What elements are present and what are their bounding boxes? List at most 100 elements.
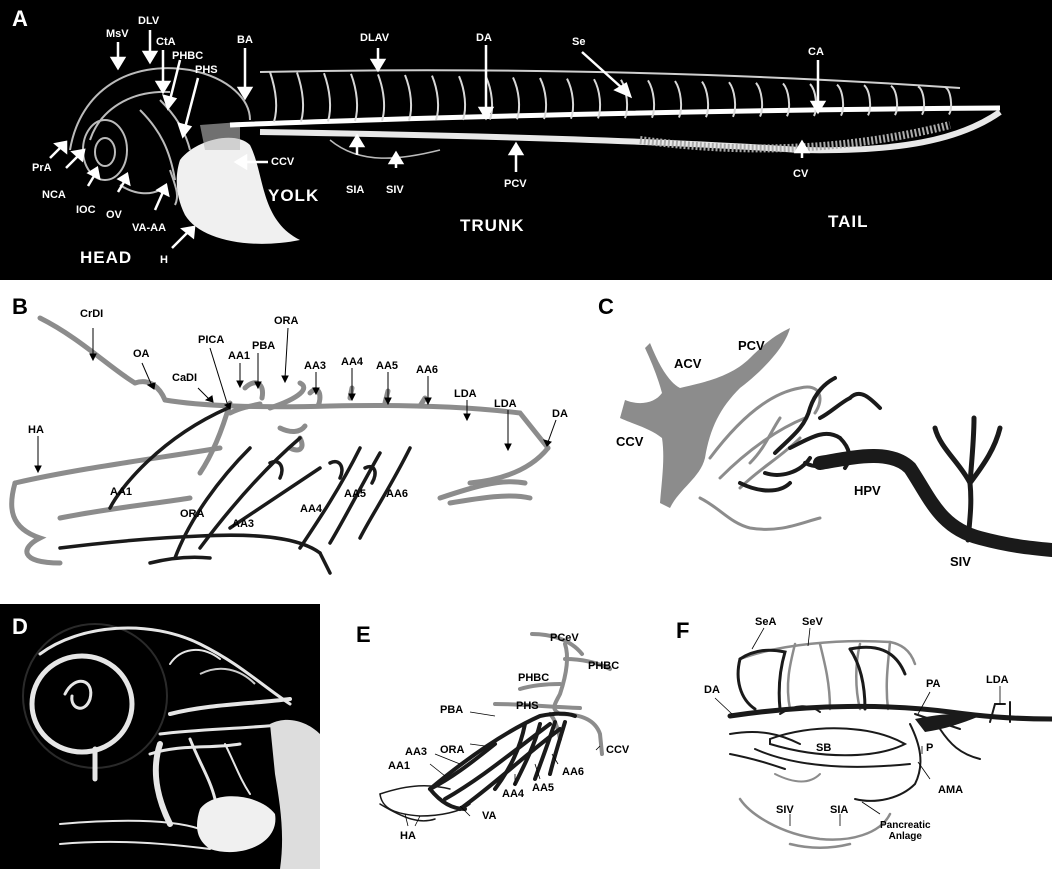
label-oa: OA <box>133 348 150 360</box>
label-pcv: PCV <box>738 338 765 353</box>
label-ba: BA <box>237 34 253 46</box>
label-ccv: CCV <box>606 744 630 756</box>
label-ccv: CCV <box>616 434 644 449</box>
panel-d-confocal-head: D <box>0 604 320 869</box>
label-lda: LDA <box>986 674 1009 686</box>
segmental-vessel <box>917 85 926 116</box>
segmental-vessel <box>593 78 602 119</box>
label-sev: SeV <box>802 616 823 628</box>
region-tail: TAIL <box>828 212 869 231</box>
label-aa3-bottom: AA3 <box>232 518 255 530</box>
segmental-vessel <box>728 81 737 118</box>
panel-e-letter: E <box>356 622 371 647</box>
segmental-vessel <box>701 81 710 118</box>
panel-d-letter: D <box>12 614 28 639</box>
label-h: H <box>160 254 168 266</box>
label-sea: SeA <box>755 616 777 628</box>
segmental-vessel <box>863 84 872 116</box>
panel-c-letter: C <box>598 294 614 319</box>
panel-b-cranial-schematic: B CrDI OA CaDI PICA PBA ORA AA1 AA3 AA4 … <box>0 288 590 600</box>
label-phbc-right: PHBC <box>588 660 620 672</box>
label-aa6: AA6 <box>562 766 585 778</box>
label-phs: PHS <box>516 700 539 712</box>
panel-b-vessel-drawing <box>9 315 557 575</box>
panel-d-vasculature-image <box>22 623 320 869</box>
label-va: VA <box>482 810 497 822</box>
label-lda-1: LDA <box>454 388 477 400</box>
label-hpv: HPV <box>854 483 881 498</box>
label-va-aa: VA-AA <box>132 222 167 234</box>
label-ora-top: ORA <box>274 315 299 327</box>
segmental-vessel <box>890 84 899 116</box>
label-pancreatic-anlage: Pancreatic Anlage <box>880 820 931 842</box>
label-pra: PrA <box>32 162 52 174</box>
label-aa1-bottom: AA1 <box>110 486 133 498</box>
label-ccv: CCV <box>271 156 295 168</box>
label-aa5-bottom: AA5 <box>344 488 367 500</box>
label-aa3-top: AA3 <box>304 360 327 372</box>
label-ov: OV <box>106 209 122 221</box>
label-ha: HA <box>28 424 44 436</box>
panel-f-vessel-drawing <box>714 627 1052 849</box>
label-aa1: AA1 <box>388 760 411 772</box>
label-ora: ORA <box>440 744 465 756</box>
segmental-vessel <box>620 79 629 119</box>
label-aa5: AA5 <box>532 782 555 794</box>
label-ama: AMA <box>938 784 964 796</box>
segmental-vessel <box>485 76 494 120</box>
label-phbc: PHBC <box>172 50 204 62</box>
label-aa4-top: AA4 <box>341 356 364 368</box>
segmental-vessel <box>377 74 386 122</box>
label-crdi: CrDI <box>80 308 104 320</box>
label-dlv: DLV <box>138 15 160 27</box>
label-ioc: IOC <box>76 204 96 216</box>
segmental-vessel <box>836 83 845 117</box>
label-pica: PICA <box>198 334 225 346</box>
label-cadi: CaDI <box>172 372 198 384</box>
label-nca: NCA <box>42 189 66 201</box>
label-pba: PBA <box>440 704 464 716</box>
panel-b-letter: B <box>12 294 28 319</box>
label-aa1-top: AA1 <box>228 350 251 362</box>
label-aa6-bottom: AA6 <box>386 488 409 500</box>
panel-a-letter: A <box>12 6 28 31</box>
label-sia: SIA <box>346 184 365 196</box>
region-trunk: TRUNK <box>460 216 525 235</box>
label-aa3: AA3 <box>405 746 428 758</box>
segmental-vessel <box>323 72 332 122</box>
label-pcv: PCV <box>504 178 527 190</box>
segmental-vessel <box>296 72 305 122</box>
label-pba: PBA <box>252 340 276 352</box>
label-aa6-top: AA6 <box>416 364 439 376</box>
segmental-vessel <box>647 79 656 119</box>
label-siv: SIV <box>950 554 971 569</box>
label-aa4: AA4 <box>502 788 525 800</box>
panel-f-gut-schematic: F SeA SeV DA PA LDA SB P AMA SIV SIA Pan… <box>660 604 1052 869</box>
segmental-vessel <box>809 83 818 117</box>
segmental-vessel <box>350 73 359 122</box>
label-aa5-top: AA5 <box>376 360 399 372</box>
panel-a-confocal-trunk: A MsV DLV CtA PHBC PHS BA DLAV DA Se CA … <box>0 0 1052 280</box>
segmental-vessel <box>431 75 440 121</box>
label-cv: CV <box>793 168 809 180</box>
label-ora-bottom: ORA <box>180 508 205 520</box>
panel-e-vessel-drawing <box>379 632 612 827</box>
label-pa: PA <box>926 678 941 690</box>
segmental-vessel <box>566 78 575 120</box>
label-phs: PHS <box>195 64 218 76</box>
panel-f-letter: F <box>676 618 690 643</box>
segmental-vessel <box>512 76 521 120</box>
panel-c-hepatic-schematic: C ACV PCV CCV HPV SIV <box>590 288 1052 600</box>
label-aa4-bottom: AA4 <box>300 503 323 515</box>
label-sia: SIA <box>830 804 849 816</box>
label-da: DA <box>476 32 492 44</box>
segmental-vessel <box>944 86 953 116</box>
label-da: DA <box>704 684 720 696</box>
label-ha: HA <box>400 830 416 842</box>
segmental-vessel <box>755 82 764 118</box>
label-siv: SIV <box>776 804 794 816</box>
panel-c-vessel-drawing <box>620 328 1052 557</box>
label-cta: CtA <box>156 36 176 48</box>
label-acv: ACV <box>674 356 702 371</box>
segmental-vessel <box>782 82 791 117</box>
